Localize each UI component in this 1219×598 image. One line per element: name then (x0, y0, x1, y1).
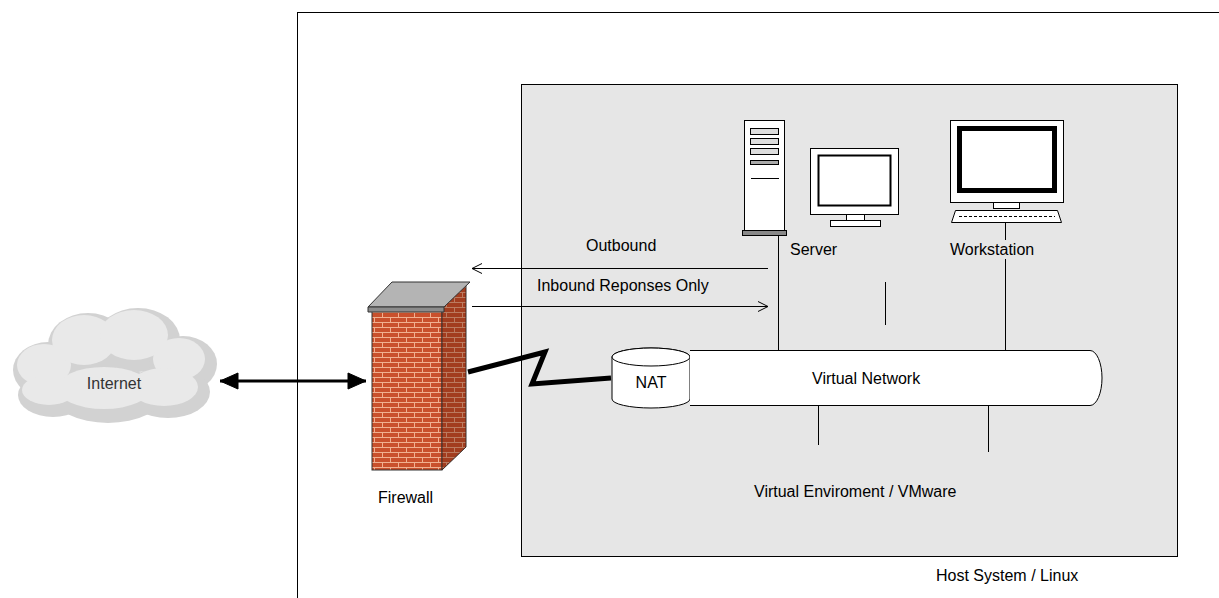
server-icon-part (751, 129, 779, 135)
workstation-icon-part (959, 216, 1055, 217)
server-icon-part (745, 121, 785, 233)
connector-line (472, 268, 768, 269)
edge-label: Outbound (586, 236, 656, 255)
workstation-icon-part (951, 121, 1064, 203)
server-icon-part (811, 149, 899, 215)
workstation-icon-part (952, 211, 1062, 223)
leader-line (818, 400, 819, 445)
workstation-icon-part (960, 129, 1055, 191)
connector (472, 264, 768, 274)
nat-cylinder-node: NAT (610, 347, 692, 409)
workstation-icon-part (994, 203, 1020, 209)
arrowhead (758, 302, 768, 312)
connector (778, 262, 779, 350)
cloud-shape-part (17, 310, 205, 409)
cloud-shape-part-part (22, 375, 76, 405)
virtual-network-tube: Virtual Network (690, 350, 1105, 406)
connector-line (468, 352, 611, 384)
connector (468, 352, 611, 384)
server-icon-part (751, 149, 779, 155)
node-label: Workstation (948, 240, 1036, 259)
server-icon-part (778, 235, 779, 262)
nat-cylinder-part (612, 348, 690, 408)
cloud-shape-part (13, 308, 217, 423)
firewall-wall-part (372, 307, 442, 470)
connector (1005, 262, 1006, 350)
node-label: Virtual Network (812, 369, 920, 388)
firewall-wall-part (368, 282, 470, 307)
server-node: Server (768, 118, 905, 262)
virtual-environment-box: Server WorkstationNAT Virtual NetworkVirtu… (521, 84, 1178, 557)
connector-line (778, 262, 779, 350)
server-icon-part (847, 215, 865, 221)
connector-line (1005, 262, 1006, 350)
firewall-wall-part (368, 307, 444, 312)
firewall-wall-part (442, 284, 466, 470)
cloud-node: Internet (8, 300, 220, 425)
node-label: Virtual Enviroment / VMware (754, 482, 956, 501)
node-label: Server (790, 240, 837, 259)
firewall-node: Firewall (366, 262, 472, 512)
server-icon-part (751, 161, 779, 165)
connector-line (220, 380, 366, 383)
server-icon-part (751, 139, 779, 145)
leader-line (885, 282, 886, 325)
arrowhead (348, 373, 366, 389)
node-label: Firewall (378, 488, 433, 507)
connector (220, 373, 366, 389)
connector (472, 302, 768, 312)
node-label: Host System / Linux (936, 566, 1078, 585)
cloud-shape (8, 300, 220, 425)
arrowhead (472, 264, 482, 274)
server-icon-part (743, 231, 787, 236)
firewall-wall (366, 262, 472, 512)
connector-line (472, 306, 768, 307)
server-icon-part (819, 156, 891, 206)
virtual-environment-fill (521, 84, 1178, 557)
arrowhead (220, 373, 238, 389)
host-system-box: Firewall Server WorkstationNAT Virtual Netw… (297, 12, 1219, 598)
server-icon-part (751, 178, 779, 179)
network-tube-part (690, 351, 1102, 406)
workstation-node: Workstation (945, 118, 1065, 262)
node-label: NAT (636, 373, 667, 392)
server-icon (768, 118, 905, 262)
node-label: Internet (87, 374, 141, 393)
server-icon-part (831, 221, 881, 227)
edge-label: Inbound Reponses Only (537, 276, 709, 295)
leader-line (988, 400, 989, 452)
nat-cylinder-part (612, 348, 690, 366)
firewall-wall-part (442, 284, 466, 470)
